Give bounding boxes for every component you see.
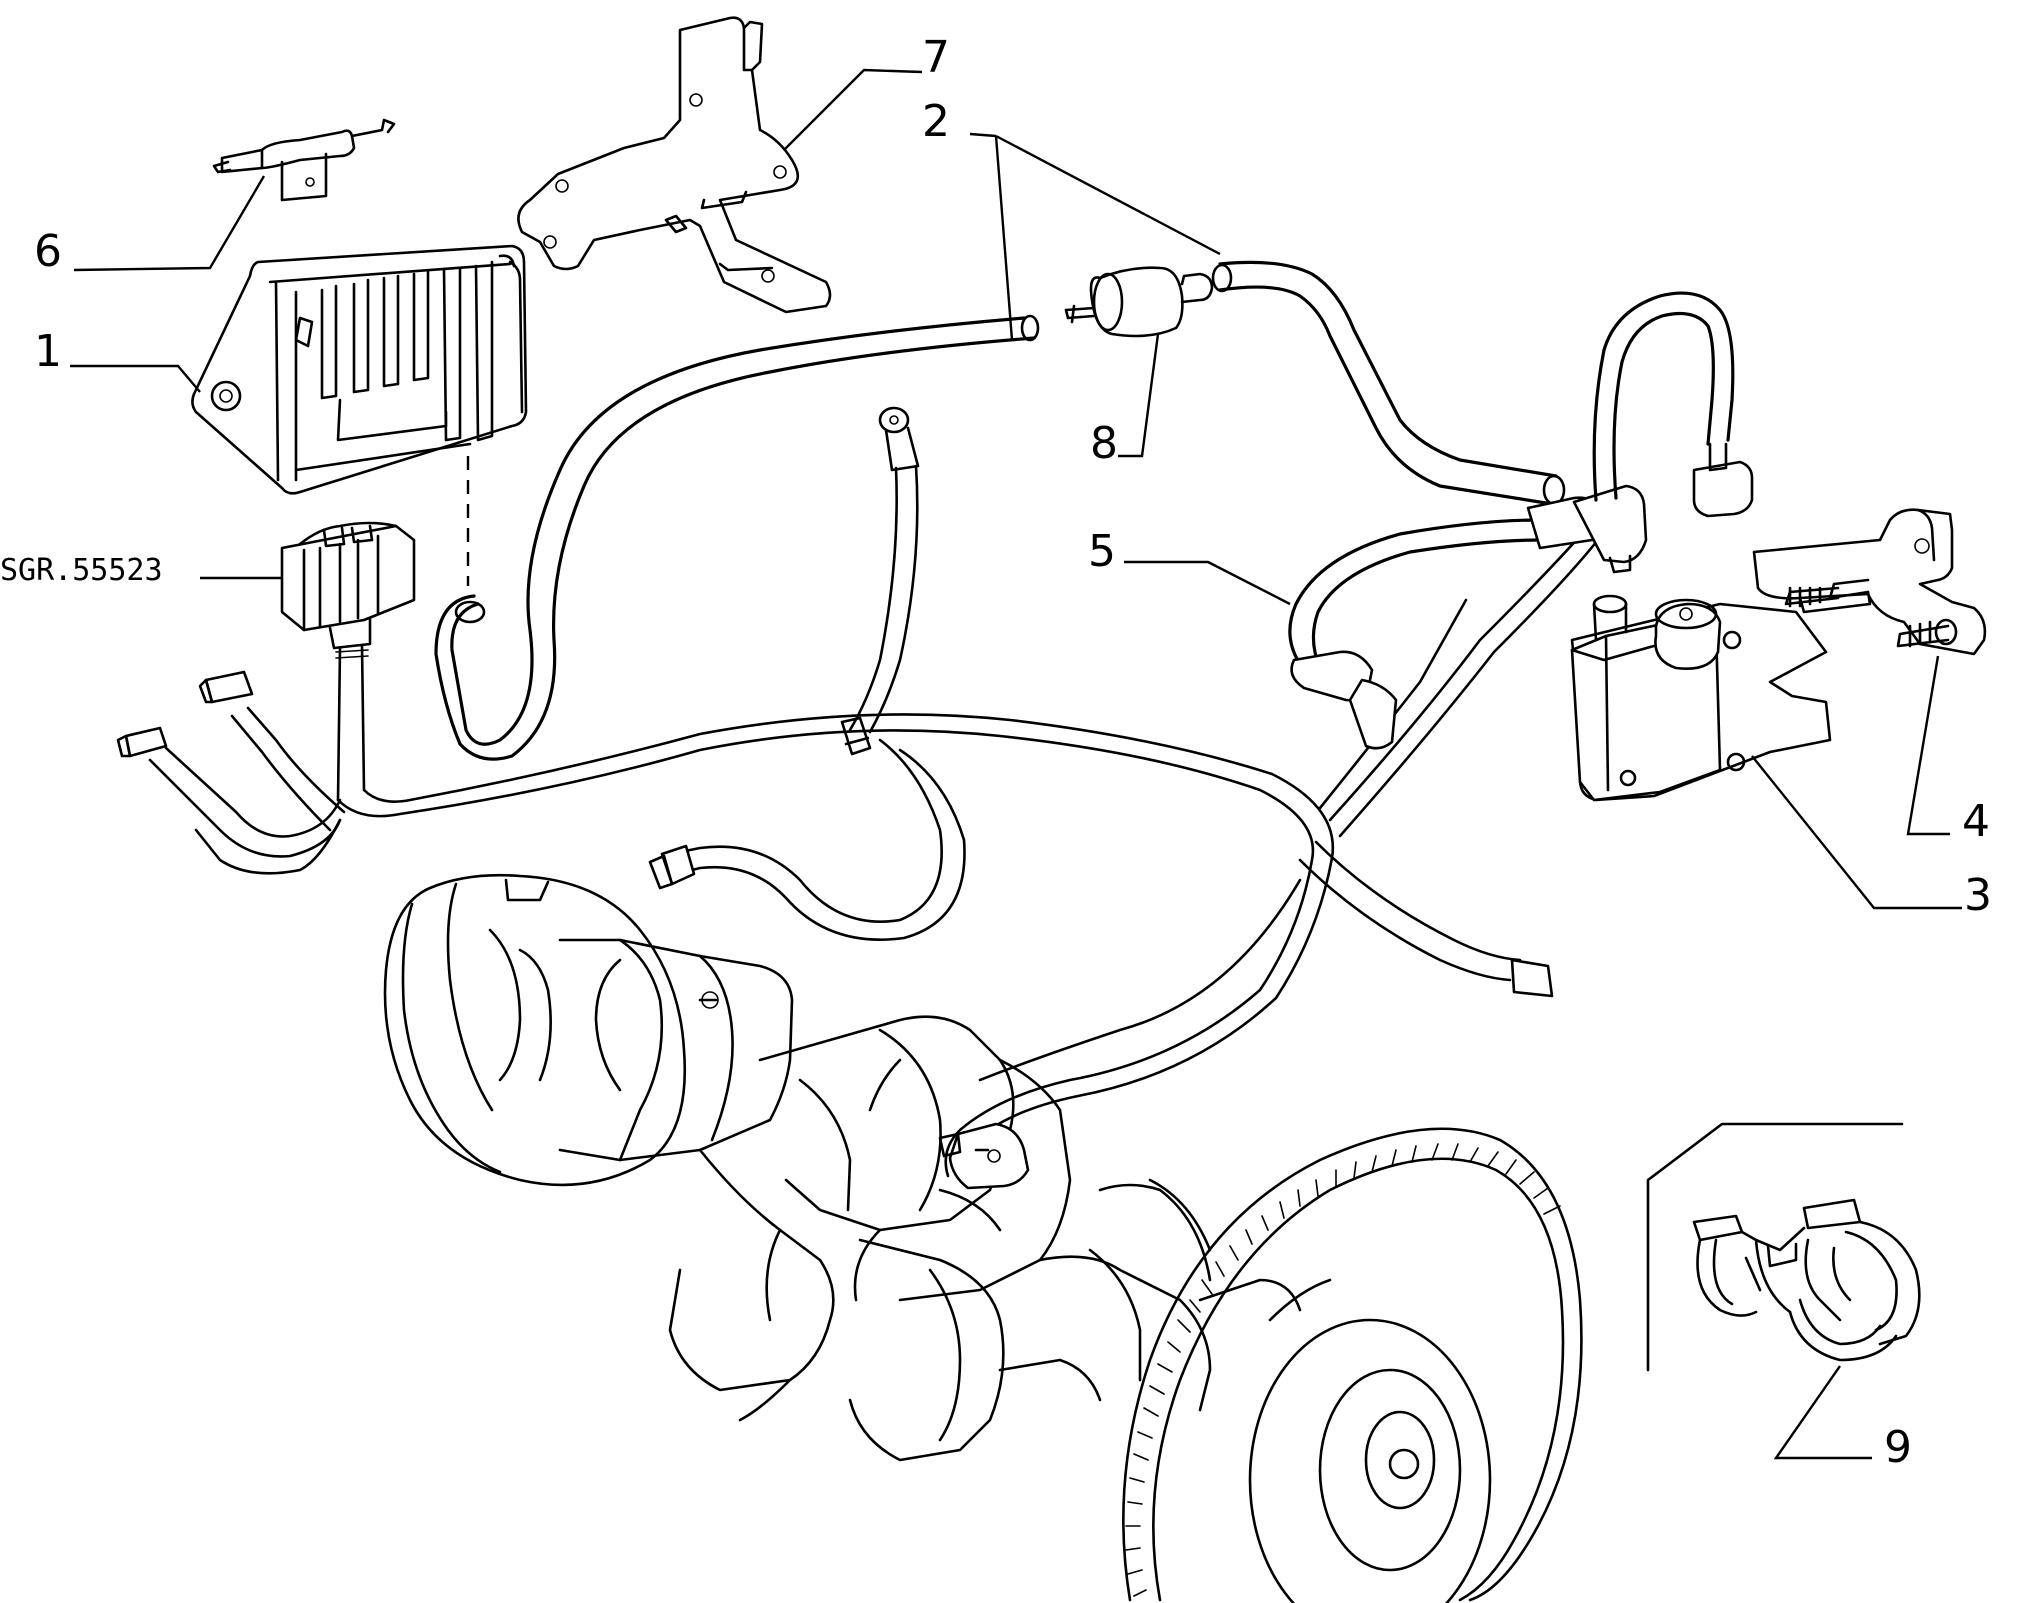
callout-1: 1 — [34, 326, 62, 377]
leader-2-left — [994, 135, 1014, 341]
leader-7 — [783, 68, 923, 151]
leader-8 — [1118, 333, 1160, 458]
leader-6 — [73, 175, 266, 272]
part-6-fuse — [212, 118, 396, 202]
callout-7: 7 — [922, 32, 950, 83]
part-4-bracket-bolts — [1752, 508, 1987, 656]
wiring-harness — [116, 406, 1606, 1184]
part-2-hoses — [434, 260, 1566, 761]
leader-4 — [1906, 655, 1950, 836]
callout-2: 2 — [922, 96, 950, 147]
flywheel — [1122, 1127, 1583, 1603]
callout-5: 5 — [1088, 526, 1116, 577]
callout-3: 3 — [1964, 870, 1992, 921]
leader-5 — [1124, 560, 1291, 606]
part-3-ignition-coil — [1570, 594, 1832, 802]
part-5-ht-lead — [1288, 484, 1648, 750]
callout-4: 4 — [1962, 796, 1990, 847]
callout-8: 8 — [1090, 418, 1118, 469]
leader-1 — [70, 364, 201, 393]
callout-6: 6 — [34, 226, 62, 277]
coil-lead-loop — [1592, 291, 1754, 518]
leader-3 — [1751, 755, 1962, 910]
part-9-clips — [1646, 1122, 1921, 1372]
main-connector — [280, 521, 416, 802]
part-8-filter — [1064, 266, 1214, 338]
leader-2-top — [969, 132, 997, 138]
callout-9: 9 — [1884, 1422, 1912, 1473]
leader-2-right — [995, 134, 1221, 256]
crankshaft — [383, 873, 1302, 1462]
part-7-bracket — [517, 16, 832, 314]
reference-code: SGR.55523 — [0, 553, 163, 588]
crank-sensor — [938, 1122, 1030, 1190]
part-1-control-unit — [191, 244, 528, 495]
leader-9 — [1773, 1365, 1872, 1460]
leader-lines — [70, 68, 1962, 1460]
callout-labels: 1 2 3 4 5 6 7 8 9 SGR.55523 — [0, 32, 1992, 1473]
